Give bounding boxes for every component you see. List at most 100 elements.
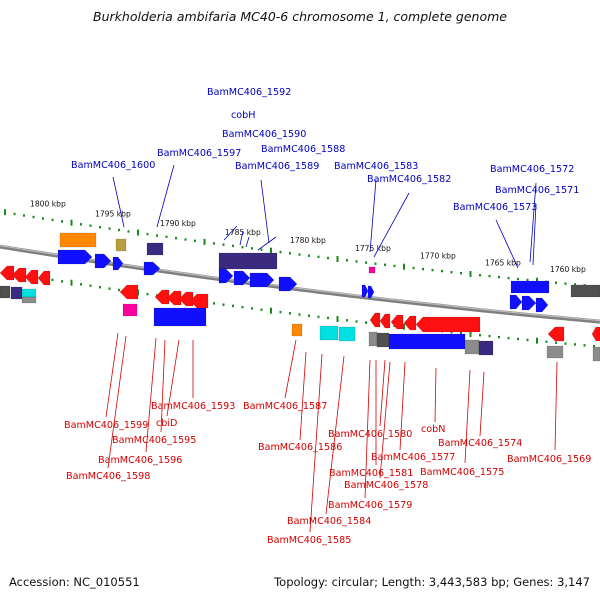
gene-feature-box	[319, 325, 339, 341]
kbp-label: 1790 kbp	[160, 219, 196, 228]
gene-reverse-arrow	[189, 293, 209, 309]
tick-mark-lower	[403, 323, 405, 330]
leader-line-bottom	[554, 361, 558, 451]
tick-mark-upper	[203, 238, 206, 245]
tick-mark-lower	[355, 320, 358, 323]
tick-mark-upper	[42, 217, 44, 220]
tick-mark-upper	[146, 232, 149, 236]
tick-mark-upper	[127, 230, 130, 233]
tick-mark-lower	[450, 331, 453, 334]
tick-mark-upper	[156, 234, 158, 237]
gene-label-top: BamMC406_1589	[235, 161, 319, 172]
leader-line-top	[156, 164, 175, 228]
tick-mark-lower	[346, 319, 348, 322]
tick-mark-upper	[488, 274, 491, 278]
tick-mark-lower	[517, 337, 519, 341]
leader-line-top	[369, 179, 377, 253]
tick-mark-upper	[89, 224, 92, 227]
tick-mark-upper	[441, 269, 443, 273]
gene-forward-arrow	[143, 261, 161, 276]
tick-mark-upper	[479, 274, 481, 277]
gene-label-bottom: BamMC406_1587	[243, 401, 327, 412]
gene-reverse-arrow	[390, 314, 404, 330]
gene-label-top: BamMC406_1597	[157, 148, 241, 159]
tick-mark-lower	[289, 312, 291, 315]
gene-reverse-arrow	[37, 270, 51, 286]
gene-reverse-arrow	[154, 289, 170, 305]
gene-label-top: BamMC406_1592	[207, 87, 291, 98]
gene-label-top: BamMC406_1583	[334, 161, 418, 172]
tick-mark-upper	[118, 228, 120, 232]
tick-mark-upper	[213, 242, 215, 245]
leader-line-top	[257, 236, 277, 251]
tick-mark-upper	[536, 277, 538, 284]
gene-feature-box	[21, 296, 37, 304]
tick-mark-lower	[298, 313, 301, 316]
gene-label-top: BamMC406_1572	[490, 164, 574, 175]
gene-label-bottom: BamMC406_1593	[151, 401, 235, 412]
gene-label-bottom: BamMC406_1578	[344, 480, 428, 491]
gene-label-bottom: cobN	[421, 424, 445, 435]
tick-mark-upper	[460, 272, 462, 275]
gene-label-top: BamMC406_1600	[71, 160, 155, 171]
gene-feature-box	[10, 286, 23, 300]
gene-feature-box	[592, 346, 600, 362]
tick-mark-lower	[80, 283, 82, 286]
tick-mark-upper	[317, 255, 320, 259]
gene-feature-box	[546, 345, 564, 359]
gene-forward-arrow	[218, 268, 234, 284]
tick-mark-upper	[232, 244, 234, 248]
kbp-label: 1765 kbp	[485, 259, 521, 268]
tick-mark-upper	[13, 212, 16, 216]
tick-mark-upper	[507, 276, 510, 280]
gene-feature-box	[115, 238, 127, 252]
tick-mark-lower	[574, 343, 576, 346]
tick-mark-upper	[384, 263, 386, 266]
tick-mark-upper	[336, 256, 339, 262]
tick-mark-upper	[498, 275, 500, 279]
gene-label-top: BamMC406_1571	[495, 185, 579, 196]
tick-mark-upper	[222, 243, 225, 246]
tick-mark-lower	[498, 335, 500, 339]
tick-mark-upper	[574, 283, 576, 286]
tick-mark-lower	[545, 340, 548, 343]
kbp-label: 1795 kbp	[95, 209, 131, 218]
tick-mark-upper	[365, 261, 367, 264]
tick-mark-upper	[194, 239, 196, 242]
gene-feature-box	[570, 284, 600, 298]
leader-line-top	[239, 230, 244, 246]
gene-feature-box	[21, 288, 37, 298]
tick-mark-upper	[270, 247, 272, 254]
leader-line-bottom	[379, 361, 391, 479]
gene-reverse-arrow	[415, 316, 481, 333]
gene-label-bottom: BamMC406_1599	[64, 420, 148, 431]
tick-mark-lower	[327, 316, 329, 320]
leader-line-bottom	[299, 351, 307, 441]
tick-mark-lower	[593, 345, 595, 348]
tick-mark-lower	[118, 288, 120, 292]
gene-feature-box	[291, 323, 303, 337]
leader-line-top	[529, 182, 537, 263]
gene-label-bottom: BamMC406_1581	[329, 468, 413, 479]
gene-feature-box	[153, 307, 207, 327]
tick-mark-upper	[70, 219, 73, 226]
tick-mark-upper	[80, 223, 82, 226]
gene-label-top: BamMC406_1573	[453, 202, 537, 213]
kbp-label: 1800 kbp	[30, 199, 66, 208]
gene-label-bottom: cbiD	[156, 418, 177, 429]
leader-line-bottom	[145, 337, 157, 453]
tick-mark-upper	[23, 214, 25, 217]
tick-mark-upper	[450, 271, 453, 274]
tick-mark-lower	[213, 302, 215, 305]
tick-mark-lower	[251, 307, 253, 310]
tick-mark-lower	[241, 306, 244, 309]
tick-mark-upper	[4, 209, 6, 216]
gene-reverse-arrow	[24, 269, 39, 285]
gene-forward-arrow	[521, 295, 537, 311]
tick-mark-lower	[99, 286, 101, 289]
gene-reverse-arrow	[166, 290, 182, 306]
tick-mark-lower	[583, 344, 586, 347]
tick-mark-lower	[70, 279, 73, 286]
leader-line-bottom	[284, 339, 297, 399]
tick-mark-upper	[517, 277, 519, 281]
